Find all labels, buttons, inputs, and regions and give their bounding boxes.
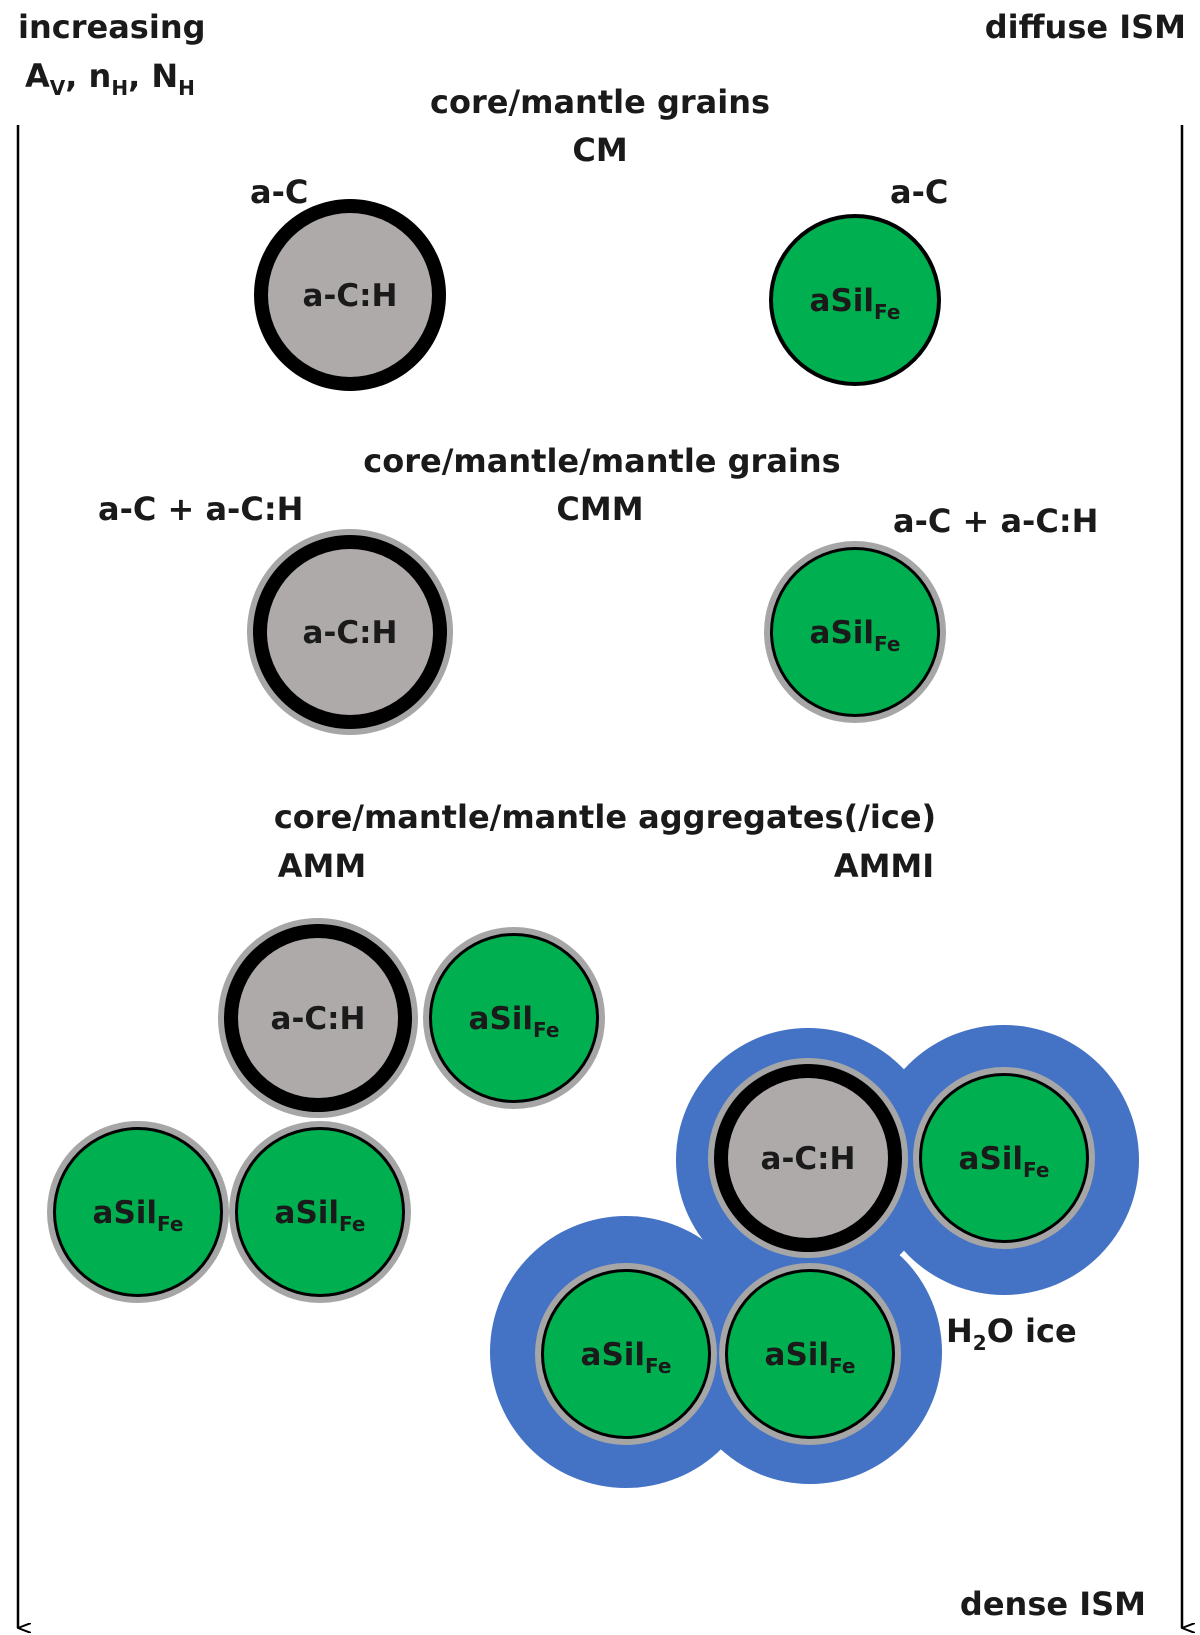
silicate-core bbox=[432, 936, 596, 1100]
cm-right-mantle-label: a-C bbox=[890, 173, 948, 211]
silicate-core-label: aSilFe bbox=[93, 1195, 184, 1236]
agg-section-code-amm: AMM bbox=[278, 847, 366, 885]
cm-silicate-grain: aSilFe bbox=[769, 214, 941, 386]
carbon-core-label: a-C:H bbox=[271, 1001, 366, 1037]
ammi-silicate-grain-2: aSilFe bbox=[535, 1263, 717, 1445]
carbon-core-label: a-C:H bbox=[303, 615, 398, 651]
carbon-core bbox=[728, 1078, 888, 1238]
ammi-silicate-grain-3: aSilFe bbox=[719, 1263, 901, 1445]
carbon-core-label: a-C:H bbox=[761, 1141, 856, 1177]
silicate-core-label: aSilFe bbox=[810, 283, 901, 324]
amm-carbon-grain: a-C:H bbox=[218, 918, 418, 1118]
cm-left-mantle-label: a-C bbox=[250, 173, 308, 211]
silicate-core-label: aSilFe bbox=[810, 615, 901, 656]
ammi-carbon-grain: a-C:H bbox=[708, 1058, 908, 1258]
agg-section-code-ammi: AMMI bbox=[834, 847, 934, 885]
amm-silicate-grain-2: aSilFe bbox=[47, 1121, 229, 1303]
cmm-section-code: CMM bbox=[556, 490, 643, 528]
agg-section-title: core/mantle/mantle aggregates(/ice) bbox=[274, 798, 936, 836]
cmm-left-mantle-label: a-C + a-C:H bbox=[98, 490, 303, 528]
cmm-carbon-grain: a-C:H bbox=[247, 529, 453, 735]
carbon-core bbox=[268, 213, 432, 377]
cm-carbon-grain: a-C:H bbox=[254, 199, 446, 391]
left-axis-label-increasing: increasing bbox=[18, 8, 206, 46]
silicate-core bbox=[544, 1272, 708, 1436]
ammi-silicate-grain-1: aSilFe bbox=[913, 1067, 1095, 1249]
silicate-core bbox=[773, 218, 937, 382]
cm-section-code: CM bbox=[572, 131, 627, 169]
carbon-core bbox=[238, 938, 398, 1098]
cm-section-title: core/mantle grains bbox=[430, 83, 770, 121]
amm-silicate-grain-1: aSilFe bbox=[423, 927, 605, 1109]
cmm-section-title: core/mantle/mantle grains bbox=[363, 442, 840, 480]
cmm-right-mantle-label: a-C + a-C:H bbox=[893, 502, 1098, 540]
silicate-core bbox=[728, 1272, 892, 1436]
silicate-core bbox=[56, 1130, 220, 1294]
left-axis-label-quantities: AV, nH, NH bbox=[25, 57, 195, 100]
silicate-core bbox=[773, 550, 937, 714]
silicate-core-label: aSilFe bbox=[959, 1141, 1050, 1182]
silicate-core-label: aSilFe bbox=[765, 1337, 856, 1378]
cmm-silicate-grain: aSilFe bbox=[764, 541, 946, 723]
carbon-core-label: a-C:H bbox=[303, 278, 398, 314]
silicate-core-label: aSilFe bbox=[275, 1195, 366, 1236]
amm-silicate-grain-3: aSilFe bbox=[229, 1121, 411, 1303]
right-axis-label-dense: dense ISM bbox=[960, 1585, 1146, 1623]
silicate-core-label: aSilFe bbox=[581, 1337, 672, 1378]
carbon-core bbox=[267, 549, 433, 715]
silicate-core bbox=[922, 1076, 1086, 1240]
grains: a-C:H aSilFe a-C:H aSilFe a-C:H aSilFe aSilFe a… bbox=[47, 199, 1095, 1445]
silicate-core-label: aSilFe bbox=[469, 1001, 560, 1042]
ice-label: H2O ice bbox=[946, 1312, 1077, 1355]
right-axis-label-diffuse: diffuse ISM bbox=[985, 8, 1186, 46]
silicate-core bbox=[238, 1130, 402, 1294]
